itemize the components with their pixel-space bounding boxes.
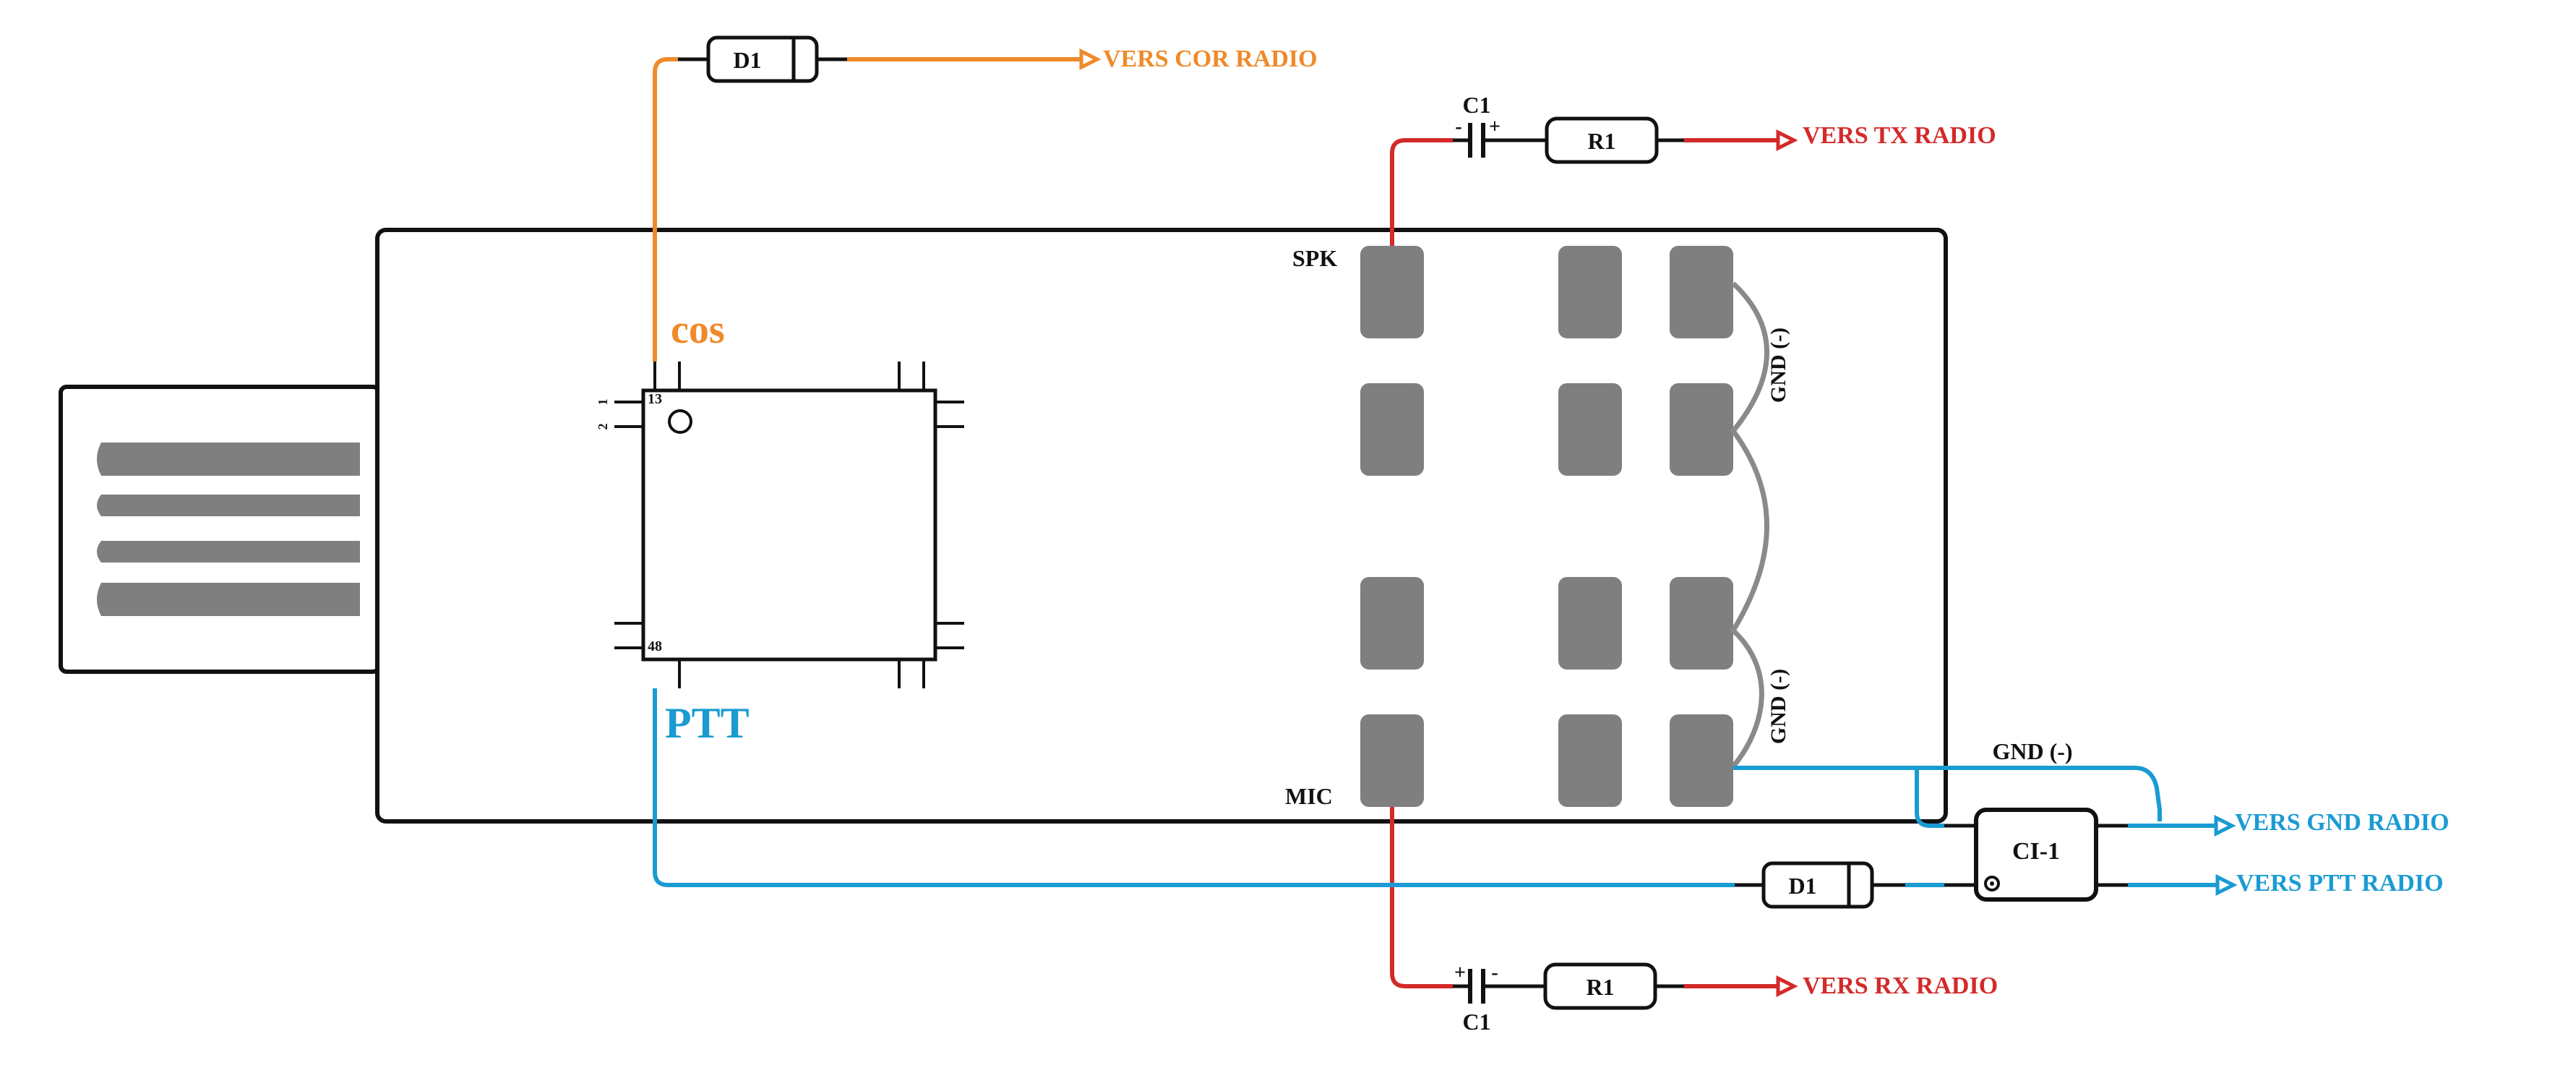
gnd-wire-to-ci1 bbox=[1915, 768, 1944, 828]
gnd-radio-arrow-icon bbox=[2214, 814, 2236, 837]
c1-bottom-plus: + bbox=[1454, 962, 1466, 984]
pad-spk bbox=[1360, 246, 1424, 338]
gnd-jumper-wire bbox=[1730, 281, 1769, 769]
usb-contact-4 bbox=[97, 583, 360, 616]
rx-arrow-icon bbox=[1776, 975, 1798, 998]
cos-label: cos bbox=[671, 307, 725, 352]
ic-pin-48-label: 48 bbox=[648, 638, 662, 654]
r1-bottom-label: R1 bbox=[1586, 974, 1614, 1000]
pad bbox=[1558, 577, 1622, 670]
vers-gnd-radio-label: VERS GND RADIO bbox=[2235, 809, 2450, 836]
pad bbox=[1360, 577, 1424, 670]
pcb-board bbox=[375, 228, 1948, 824]
ptt-wire bbox=[653, 688, 1735, 887]
ci1-label: CI-1 bbox=[2012, 838, 2060, 865]
vers-ptt-radio-label: VERS PTT RADIO bbox=[2236, 870, 2444, 897]
ic-pin-2-label: 2 bbox=[596, 424, 610, 430]
rx-circuit: + - C1 R1 VERS RX RADIO bbox=[1390, 807, 1998, 1035]
usb-plug-shell bbox=[59, 385, 381, 674]
vers-rx-radio-label: VERS RX RADIO bbox=[1803, 972, 1998, 999]
spk-label: SPK bbox=[1292, 245, 1337, 271]
ic-pin-1-label: 1 bbox=[596, 399, 610, 406]
d1-top-label: D1 bbox=[733, 47, 761, 73]
gnd-label-bottom: GND (-) bbox=[1766, 669, 1790, 744]
pad bbox=[1558, 714, 1622, 807]
pad-gnd bbox=[1670, 383, 1733, 476]
vers-tx-radio-label: VERS TX RADIO bbox=[1803, 122, 1996, 149]
spk-wire bbox=[1390, 138, 1453, 246]
pad-gnd bbox=[1670, 577, 1733, 670]
pad bbox=[1360, 383, 1424, 476]
usb-plug bbox=[59, 385, 381, 674]
pad bbox=[1558, 383, 1622, 476]
ptt-circuit: PTT D1 GND (-) CI-1 VERS GND RADIO VERS … bbox=[653, 688, 2450, 909]
pad-mic bbox=[1360, 714, 1424, 807]
tx-arrow-icon bbox=[1776, 129, 1798, 152]
c1-top-plus: + bbox=[1489, 116, 1500, 138]
gnd-label-top: GND (-) bbox=[1766, 328, 1790, 403]
gnd-wire bbox=[1733, 766, 2162, 821]
gnd-wire-label: GND (-) bbox=[1992, 738, 2072, 764]
d1-top-diode bbox=[706, 35, 819, 83]
pad-grid bbox=[1360, 246, 1733, 807]
ptt-label: PTT bbox=[665, 699, 750, 747]
vers-cor-radio-label: VERS COR RADIO bbox=[1103, 46, 1318, 72]
ic-chip: 1 2 13 48 bbox=[596, 362, 964, 688]
c1-bottom-label: C1 bbox=[1462, 1009, 1490, 1035]
cos-circuit: D1 VERS COR RADIO cos bbox=[653, 35, 1318, 362]
usb-contact-2 bbox=[97, 495, 360, 516]
ic-chip-body bbox=[641, 388, 937, 662]
cos-wire bbox=[653, 57, 678, 362]
ci1-pin1-marker-dot bbox=[1990, 881, 1994, 886]
ic-pin1-marker bbox=[668, 409, 692, 434]
usb-contact-1 bbox=[97, 443, 360, 476]
usb-contact-3 bbox=[97, 541, 360, 563]
ptt-radio-arrow-icon bbox=[2215, 873, 2238, 897]
ci1-chip bbox=[1974, 808, 2098, 902]
c1-top-label: C1 bbox=[1462, 92, 1490, 118]
ic-pin-13-label: 13 bbox=[648, 391, 662, 407]
d1-bottom-label: D1 bbox=[1788, 873, 1816, 899]
ci1-pin1-marker bbox=[1984, 876, 2000, 892]
r1-top-label: R1 bbox=[1587, 128, 1615, 154]
tx-circuit: C1 - + R1 VERS TX RADIO bbox=[1390, 92, 1996, 246]
mic-label: MIC bbox=[1285, 783, 1333, 809]
cor-arrow-icon bbox=[1079, 48, 1102, 71]
c1-top-minus: - bbox=[1455, 116, 1461, 138]
mic-wire bbox=[1390, 807, 1453, 988]
d1-bottom-diode bbox=[1761, 861, 1874, 909]
pad bbox=[1558, 246, 1622, 338]
pad-gnd bbox=[1670, 246, 1733, 338]
pad-gnd bbox=[1670, 714, 1733, 807]
c1-bottom-minus: - bbox=[1491, 962, 1498, 984]
